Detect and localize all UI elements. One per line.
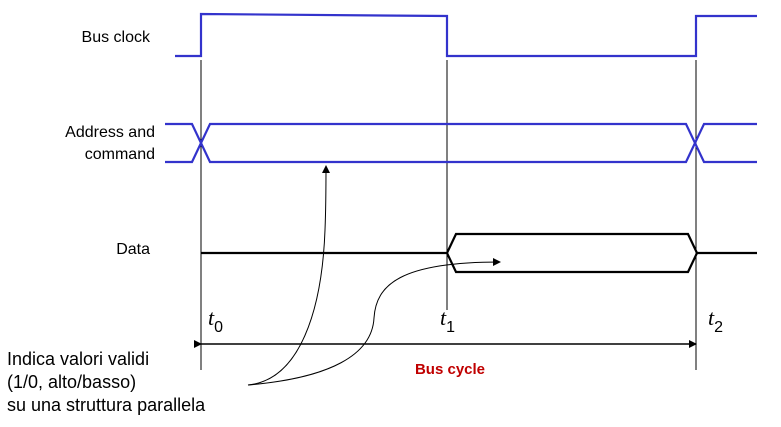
bus-clock-label: Bus clock — [82, 29, 151, 46]
data-label: Data — [116, 241, 150, 258]
t2-label: t2 — [708, 305, 723, 336]
annotation-note-line2: (1/0, alto/basso) — [7, 372, 137, 392]
annotation-note-line3: su una struttura parallela — [7, 395, 206, 415]
annotation-note-line1: Indica valori validi — [7, 349, 150, 369]
t0-subscript: 0 — [214, 319, 223, 336]
address-command-bottom-line — [165, 122, 757, 164]
address-command-label-line2: command — [85, 146, 155, 163]
t1-letter: t — [440, 305, 447, 330]
bus-clock-waveform — [175, 12, 757, 58]
annotation-note: Indica valori validi (1/0, alto/basso) s… — [7, 348, 307, 417]
address-command-label-line1: Address and — [65, 124, 155, 141]
annotation-arrow-to-data — [247, 258, 501, 386]
t2-subscript: 2 — [714, 319, 723, 336]
t0-letter: t — [208, 305, 215, 330]
bus-cycle-label: Bus cycle — [415, 361, 485, 378]
address-command-top-line — [165, 122, 757, 164]
annotation-arrow-to-address — [247, 165, 330, 386]
t1-subscript: 1 — [446, 319, 455, 336]
data-valid-window — [445, 232, 699, 274]
t2-letter: t — [708, 305, 715, 330]
t1-label: t1 — [440, 305, 455, 336]
t0-label: t0 — [208, 305, 223, 336]
